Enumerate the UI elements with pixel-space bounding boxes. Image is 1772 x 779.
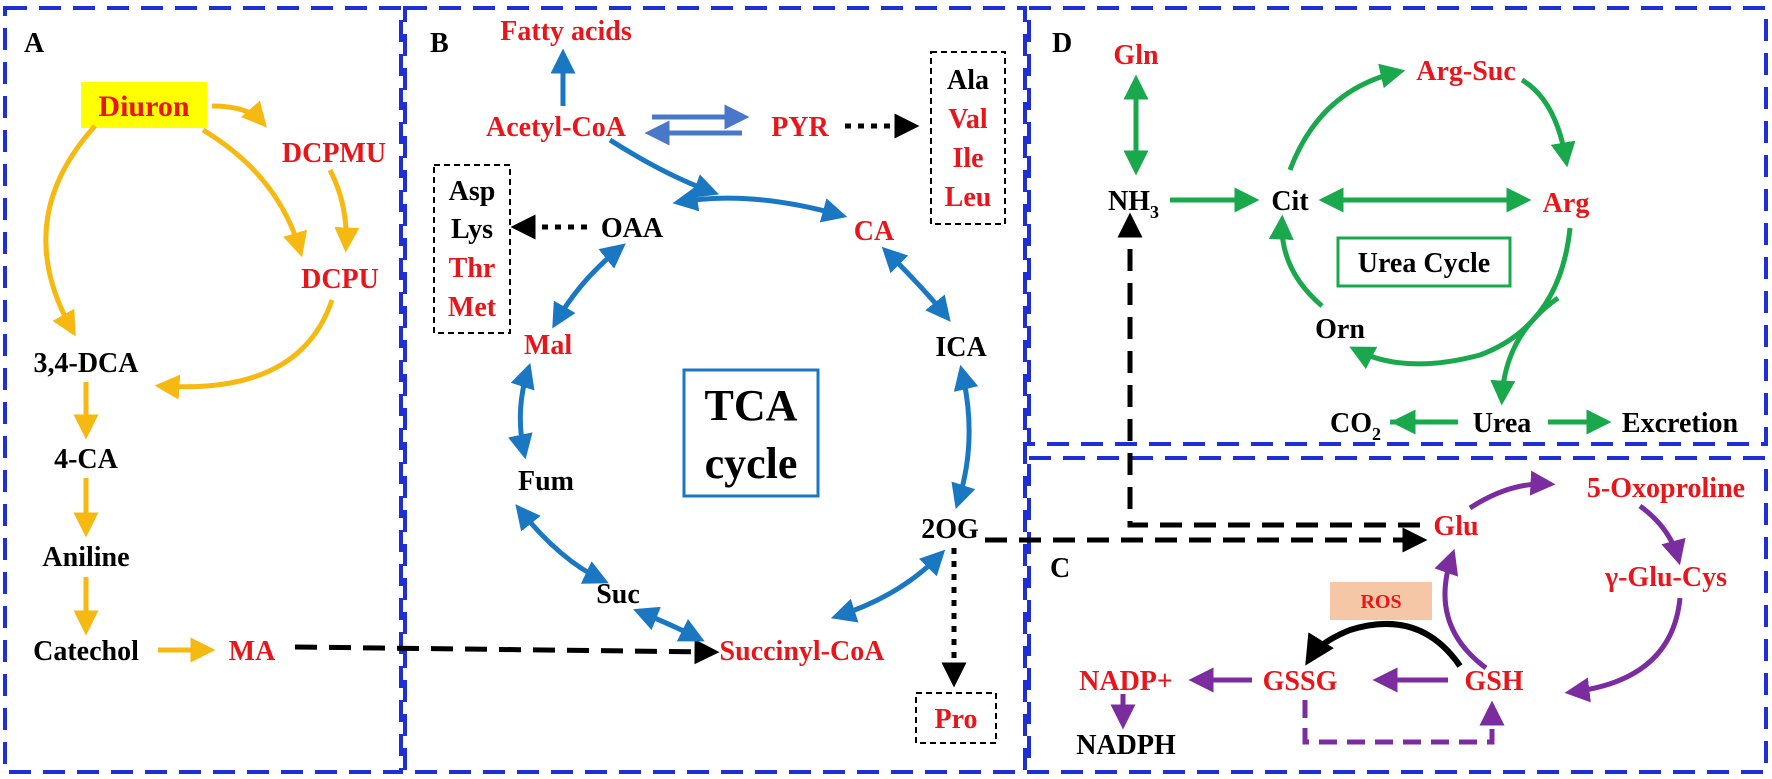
arrow-arg-to-orn (1349, 227, 1573, 370)
arrow-gsh-to-glu (1434, 548, 1488, 671)
pro-box (915, 692, 997, 744)
arrow-dcpu-to-34dca (154, 299, 335, 400)
ros-box (1330, 582, 1432, 620)
arrow-acetylcoa-to-oaa (608, 137, 720, 198)
node-34dca: 3,4-DCA (34, 348, 140, 379)
aa-left-lys: Lys (451, 214, 493, 245)
arrow-oxoproline-to-glucys (1638, 503, 1686, 566)
node-orn: Orn (1315, 314, 1365, 345)
aa-box-left (433, 164, 511, 334)
node-fum: Fum (518, 466, 574, 497)
node-succinyl-coa: Succinyl-CoA (720, 636, 886, 667)
arrow-succinylcoa-suc (633, 606, 705, 642)
arrow-dcpmu-to-dcpu (327, 168, 360, 253)
node-nh3: NH3 (1108, 186, 1159, 222)
node-oxoproline: 5-Oxoproline (1587, 473, 1745, 504)
arrow-glu-to-nh3 (1117, 212, 1420, 528)
tca-title-line2: cycle (705, 439, 798, 488)
node-cit: Cit (1271, 186, 1309, 217)
node-ros: ROS (1360, 591, 1401, 613)
panel-c-border (1027, 456, 1768, 774)
arrow-2og-succinylcoa (830, 549, 946, 623)
arrow-arg-to-urea (1490, 295, 1560, 406)
node-gsh: GSH (1464, 666, 1523, 697)
aa-left-thr: Thr (449, 253, 496, 284)
panel-b-border (403, 6, 1027, 774)
urea-cycle-title-box (1336, 236, 1512, 288)
arrow-diuron-to-dcpmu (211, 100, 267, 128)
aa-right-ile: Ile (952, 143, 983, 174)
aa-box-right (930, 51, 1006, 225)
arrow-diuron-to-dcpu (201, 127, 308, 258)
arrow-orn-to-cit (1268, 214, 1324, 308)
tca-title-box (682, 368, 820, 498)
node-ica: ICA (935, 332, 987, 363)
node-glu-cys: γ-Glu-Cys (1604, 562, 1727, 593)
diuron-highlight (81, 82, 207, 128)
node-pro: Pro (934, 704, 977, 735)
arrow-cit-to-argsuc (1287, 63, 1406, 171)
arrow-oaa-ca (672, 186, 848, 223)
node-pyr: PYR (771, 112, 829, 143)
node-excretion: Excretion (1622, 408, 1739, 439)
node-gln: Gln (1113, 40, 1159, 71)
aa-right-val: Val (948, 104, 988, 135)
arrow-diuron-to-34dca (43, 124, 97, 337)
panel-d: Urea Cycle Gln NH3 Cit Arg-Suc Arg Orn C… (1108, 40, 1738, 444)
node-urea: Urea (1473, 408, 1532, 439)
aa-right-leu: Leu (945, 182, 992, 213)
node-aniline: Aniline (42, 542, 129, 573)
panel-c: ROS Glu 5-Oxoproline γ-Glu-Cys GSH GSSG … (1076, 470, 1745, 761)
node-mal: Mal (524, 330, 572, 361)
arrow-gssg-to-gsh-dashed (1302, 700, 1505, 745)
node-acetyl-coa: Acetyl-CoA (486, 112, 627, 143)
arrow-fum-mal (508, 362, 535, 460)
node-catechol: Catechol (33, 636, 139, 667)
arrow-ma-to-succinyl-coa (294, 639, 720, 665)
node-2og: 2OG (921, 514, 979, 545)
node-suc: Suc (596, 579, 640, 610)
aa-left-asp: Asp (449, 176, 496, 207)
node-dcpmu: DCPMU (282, 138, 386, 169)
tca-title-line1: TCA (705, 381, 798, 430)
arrow-mal-oaa (552, 243, 626, 329)
panel-a-border (3, 6, 403, 774)
panel-label-c: C (1050, 553, 1070, 584)
arrow-glucys-to-gsh (1564, 597, 1683, 703)
panel-label-a: A (24, 28, 45, 59)
arrow-ca-ica (881, 246, 951, 322)
node-co2: CO2 (1330, 408, 1381, 444)
node-arg-suc: Arg-Suc (1416, 56, 1516, 87)
node-nadp-plus: NADP+ (1079, 666, 1173, 697)
panel-b: Ala Val Ile Leu Asp Lys Thr Met TCA cycl… (433, 16, 1006, 744)
arrow-suc-fum (515, 504, 609, 584)
arrow-ica-2og (951, 364, 979, 510)
node-fatty-acids: Fatty acids (500, 16, 632, 47)
node-gssg: GSSG (1263, 666, 1338, 697)
panel-d-border (1027, 6, 1768, 446)
node-glu: Glu (1433, 511, 1478, 542)
urea-cycle-title: Urea Cycle (1358, 248, 1490, 279)
node-ca: CA (854, 216, 895, 247)
node-dcpu: DCPU (301, 264, 379, 295)
arrow-ros-gsh-to-gssg (1305, 621, 1463, 668)
arrow-argsuc-to-arg (1520, 77, 1576, 168)
aa-right-ala: Ala (947, 65, 989, 96)
panel-label-b: B (430, 28, 449, 59)
panel-a: Diuron DCPMU DCPU 3,4-DCA 4-CA Aniline C… (33, 82, 386, 667)
node-ma: MA (229, 636, 276, 667)
panel-borders (3, 6, 1768, 774)
node-nadph: NADPH (1076, 730, 1176, 761)
panel-label-d: D (1052, 28, 1072, 59)
arrow-glu-to-oxoproline (1468, 470, 1556, 511)
node-diuron: Diuron (98, 90, 189, 123)
node-4ca: 4-CA (54, 444, 119, 475)
aa-left-met: Met (448, 292, 497, 323)
node-arg: Arg (1543, 188, 1590, 219)
node-oaa: OAA (601, 213, 664, 244)
